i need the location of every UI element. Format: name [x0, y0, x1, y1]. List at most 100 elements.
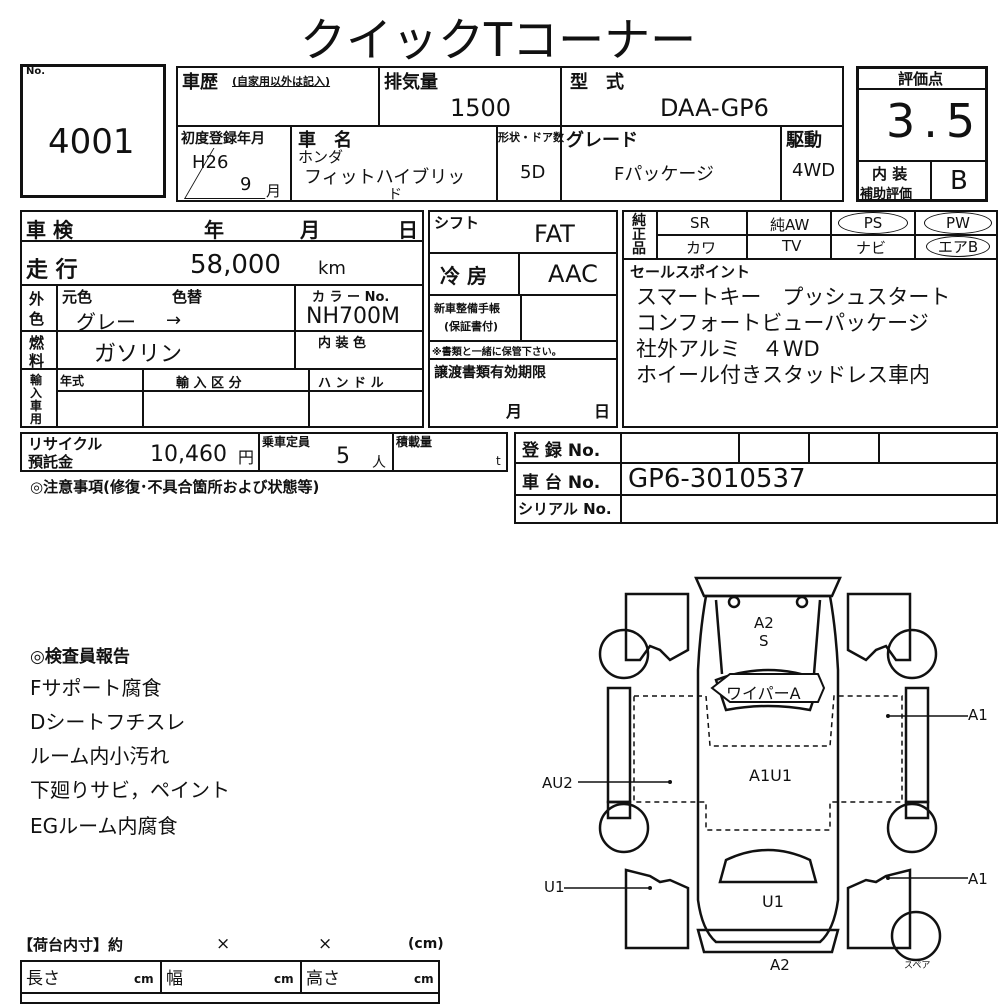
opt-pw: PW: [924, 212, 992, 234]
displacement-label: 排気量: [384, 72, 438, 93]
reg-no-label: 登 録 No.: [522, 441, 601, 461]
right-rear-fender: [846, 868, 912, 950]
recycle-grid: [20, 432, 508, 472]
wheel-front-left: [598, 628, 650, 680]
capacity-unit: 人: [372, 455, 386, 471]
transfer-month: 月: [506, 402, 523, 421]
color-arrow: →: [166, 310, 182, 331]
grade-value: Fパッケージ: [614, 164, 714, 185]
interior-score-value: B: [950, 166, 968, 196]
diag-left-mid: AU2: [542, 774, 573, 792]
cargo-grid: [20, 960, 440, 1004]
color-name: グレー: [76, 310, 136, 334]
lot-no-label: No.: [26, 66, 46, 77]
diag-left-rear: U1: [544, 878, 565, 896]
orig-color-label: 元色: [62, 288, 93, 306]
recycle-amount: 10,460: [150, 442, 227, 467]
import-label-3: 車: [30, 399, 43, 413]
left-front-fender: [624, 592, 690, 662]
spare-tire: [890, 910, 942, 962]
diag-rear-inner: U1: [762, 892, 784, 911]
opt-sr: SR: [690, 214, 710, 232]
car-body: [696, 594, 840, 944]
sales-points-label: セールスポイント: [630, 263, 751, 281]
score-box: [856, 66, 988, 202]
genuine-3: 品: [632, 241, 646, 257]
inspector-line-2: Dシートフチスレ: [30, 710, 186, 734]
opt-aw: 純AW: [770, 216, 810, 234]
drive-label: 駆動: [786, 130, 822, 151]
door-outline: [633, 695, 903, 831]
history-note: (自家用以外は記入): [232, 75, 331, 88]
handle-label: ハ ン ド ル: [318, 376, 384, 391]
rear-bumper: [696, 928, 840, 954]
rear-window: [718, 848, 818, 884]
right-door-front: [904, 686, 930, 804]
fuel-label-1: 燃: [29, 334, 45, 352]
interior-label-1: 内 装: [872, 165, 908, 183]
capacity-label: 乗車定員: [262, 435, 311, 449]
inspector-line-4: 下廻りサビ，ペイント: [30, 778, 230, 802]
lot-number: 4001: [48, 122, 135, 162]
opt-navi: ナビ: [856, 239, 887, 257]
sales-point-3: 社外アルミ ４WD: [636, 337, 820, 361]
opt-ps: PS: [838, 212, 908, 234]
front-bumper: [694, 576, 842, 598]
serial-label: シリアル No.: [518, 500, 612, 518]
cargo-length-cm: cm: [134, 972, 154, 986]
import-label-1: 輸: [30, 373, 43, 387]
diag-rear-bottom: A2: [770, 956, 790, 974]
sales-point-1: スマートキー プッシュスタート: [636, 285, 951, 309]
shape-value: 5D: [520, 162, 546, 183]
first-reg-month-unit: 月: [266, 182, 282, 200]
mileage-value: 58,000: [190, 250, 281, 280]
lot-box: [20, 64, 166, 198]
warranty-label-1: 新車整備手帳: [434, 302, 500, 315]
mileage-label: 走 行: [26, 258, 78, 283]
genuine-1: 純: [632, 213, 646, 229]
diag-front-code2: S: [759, 632, 769, 650]
page-title: クイックTコーナー: [300, 13, 697, 67]
ext-color-label-1: 外: [29, 290, 45, 308]
vehicle-info-grid: [176, 66, 844, 202]
inspection-grid: [20, 210, 424, 428]
car-name-line1: フィットハイブリッ: [304, 167, 466, 188]
fuel-value: ガソリン: [94, 342, 183, 367]
diag-spare: スペア: [904, 961, 931, 971]
recycle-label-2: 預託金: [28, 453, 74, 471]
history-label: 車歴: [182, 72, 218, 93]
model-label: 型 式: [570, 72, 624, 93]
inspector-line-1: Fサポート腐食: [30, 676, 162, 700]
diag-front-code: A2: [754, 614, 774, 632]
interior-color-label: 内 装 色: [318, 336, 367, 351]
shift-value: FAT: [534, 220, 575, 248]
left-pillar: [606, 800, 632, 820]
wheel-rear-right: [886, 802, 938, 854]
notes-label: ◎注意事項(修復･不具合箇所および状態等): [30, 478, 320, 496]
mileage-unit: km: [318, 258, 346, 279]
opt-aircon: エアB: [926, 236, 990, 257]
right-pillar: [904, 800, 930, 820]
first-reg-era: H26: [192, 152, 229, 173]
color-no: NH700M: [306, 304, 400, 329]
import-label-4: 用: [30, 412, 43, 426]
grade-label: グレード: [566, 130, 638, 151]
diag-right-rear: A1: [968, 870, 988, 888]
first-reg-month: 9: [240, 174, 252, 195]
ac-label: 冷 房: [440, 264, 487, 288]
import-type-label: 輸 入 区 分: [176, 376, 242, 391]
cargo-height-cm: cm: [414, 972, 434, 986]
cargo-height-label: 高さ: [306, 969, 340, 989]
shaken-year: 年: [204, 218, 224, 242]
left-door-front: [606, 686, 632, 804]
diag-right-front: A1: [968, 706, 988, 724]
inspector-line-5: EGルーム内腐食: [30, 814, 178, 838]
sales-point-4: ホイール付きスタッドレス車内: [636, 363, 930, 387]
displacement-value: 1500: [450, 94, 512, 122]
first-reg-label: 初度登録年月: [181, 131, 265, 147]
score-value: 3.5: [886, 94, 984, 148]
name-label: 車 名: [298, 130, 352, 151]
sales-point-2: コンフォートビューパッケージ: [636, 311, 929, 335]
cargo-x1: ×: [216, 934, 231, 954]
ac-value: AAC: [548, 260, 598, 288]
